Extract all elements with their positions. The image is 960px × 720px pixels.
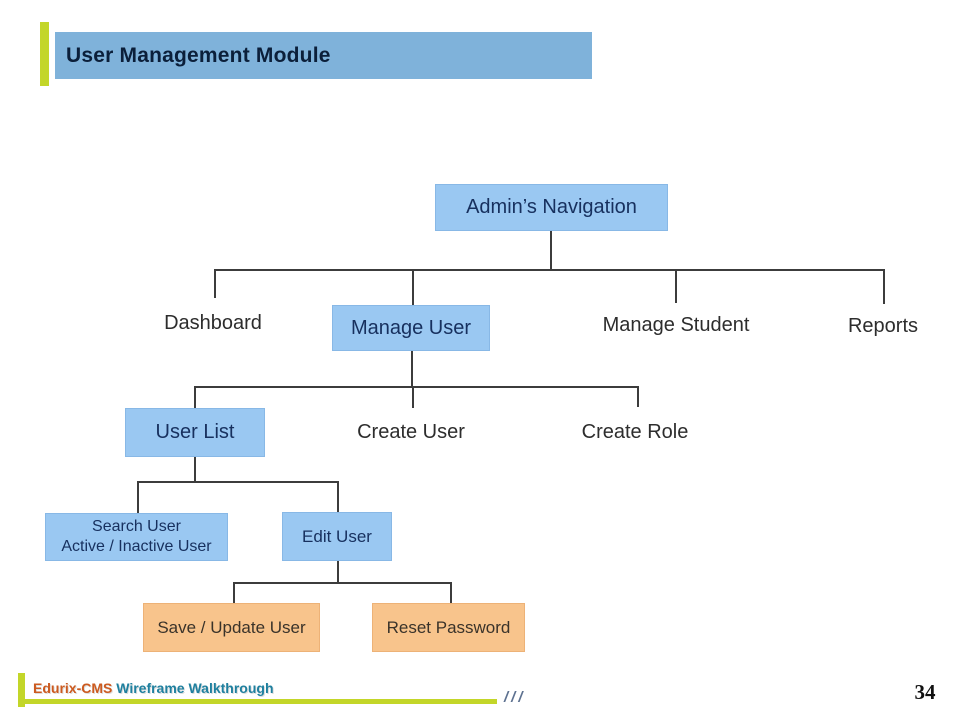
page-title: User Management Module: [66, 43, 331, 67]
connector-user-list-stem: [194, 457, 196, 481]
node-reports: Reports: [847, 315, 919, 337]
connector-drop-manage-user: [412, 269, 414, 306]
node-admins-navigation: Admin’s Navigation: [435, 184, 668, 231]
node-label: Manage User: [350, 316, 472, 339]
node-edit-user: Edit User: [282, 512, 392, 561]
connector-drop-dashboard: [214, 269, 216, 298]
page-number: 34: [914, 680, 936, 704]
node-user-list: User List: [125, 408, 265, 457]
node-reset-password: Reset Password: [372, 603, 525, 652]
connector-drop-user-list: [194, 386, 196, 408]
node-label: Admin’s Navigation: [466, 196, 637, 218]
footer-rule: [25, 699, 497, 704]
connector-level2-rail: [214, 269, 883, 271]
node-search-user: Search User Active / Inactive User: [45, 513, 228, 561]
connector-root-stem: [550, 231, 552, 269]
connector-drop-save-update: [233, 582, 235, 603]
title-bar: User Management Module: [55, 32, 592, 79]
node-manage-student: Manage Student: [602, 314, 750, 336]
connector-drop-create-role: [637, 386, 639, 407]
connector-drop-search-user: [137, 481, 139, 513]
connector-level5-rail: [233, 582, 450, 584]
title-accent-bar: [40, 22, 49, 86]
node-create-role: Create Role: [581, 421, 689, 443]
node-label: Edit User: [302, 526, 372, 546]
connector-drop-edit-user: [337, 481, 339, 512]
connector-level4-rail: [137, 481, 337, 483]
node-save-update-user: Save / Update User: [143, 603, 320, 652]
connector-manage-user-stem: [411, 351, 413, 386]
connector-drop-reports: [883, 269, 885, 304]
connector-drop-reset-password: [450, 582, 452, 603]
node-dashboard: Dashboard: [164, 312, 262, 334]
connector-drop-manage-student: [675, 269, 677, 303]
node-manage-user: Manage User: [332, 305, 490, 351]
footer-accent-bar: [18, 673, 25, 707]
footer-brand: Edurix-CMS: [33, 680, 113, 696]
footer-subtitle: Wireframe Walkthrough: [116, 680, 274, 696]
node-label-line2: Active / Inactive User: [61, 538, 212, 555]
node-label-line1: Search User: [92, 518, 181, 535]
footer-slashes: ///: [504, 689, 526, 706]
connector-edit-user-stem: [337, 561, 339, 582]
node-label: Save / Update User: [157, 617, 306, 637]
connector-drop-create-user: [412, 386, 414, 408]
node-label: Reset Password: [386, 617, 511, 637]
connector-level3-rail: [194, 386, 637, 388]
node-create-user: Create User: [357, 421, 465, 443]
footer-text: Edurix-CMS Wireframe Walkthrough: [33, 680, 274, 696]
node-label: User List: [155, 421, 235, 443]
